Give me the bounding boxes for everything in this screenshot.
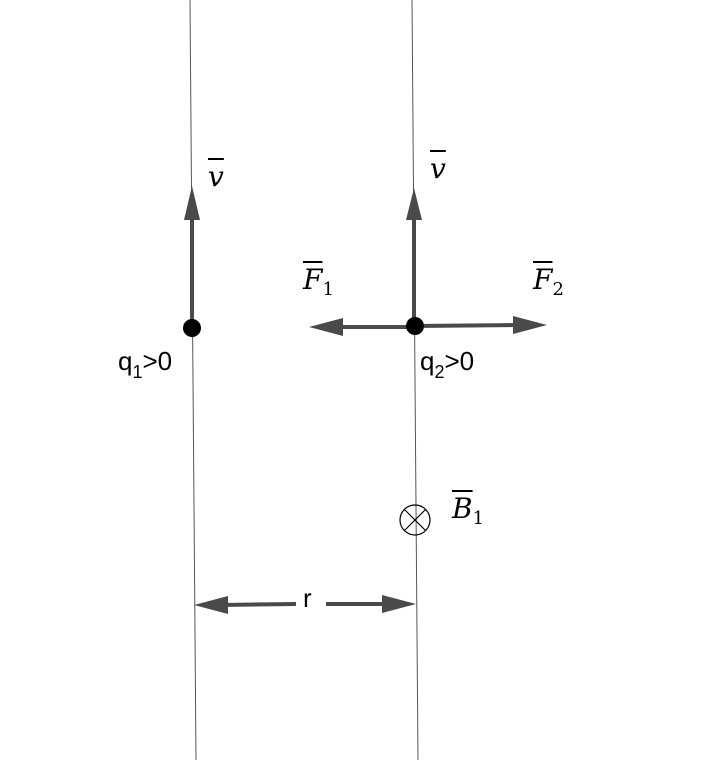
charge-label-q1: q1>0	[118, 346, 173, 382]
velocity-label-left: v	[208, 160, 224, 193]
force-arrow-f2	[413, 316, 547, 334]
field-label-b1: B1	[452, 492, 485, 529]
velocity-arrow-left	[184, 186, 200, 326]
distance-arrow	[194, 595, 416, 614]
wire-right	[411, 0, 419, 760]
charge-q1	[183, 319, 201, 337]
velocity-arrow-right	[406, 188, 422, 326]
charge-label-q2: q2>0	[420, 346, 475, 382]
wire-left	[189, 0, 197, 760]
charge-q2	[406, 317, 424, 335]
velocity-label-right: v	[430, 152, 446, 185]
field-into-page-icon	[399, 504, 431, 536]
distance-label: r	[303, 583, 312, 613]
force-label-f2: F2	[533, 263, 564, 300]
force-label-f1: F1	[303, 263, 334, 300]
force-arrow-f1	[309, 318, 414, 336]
